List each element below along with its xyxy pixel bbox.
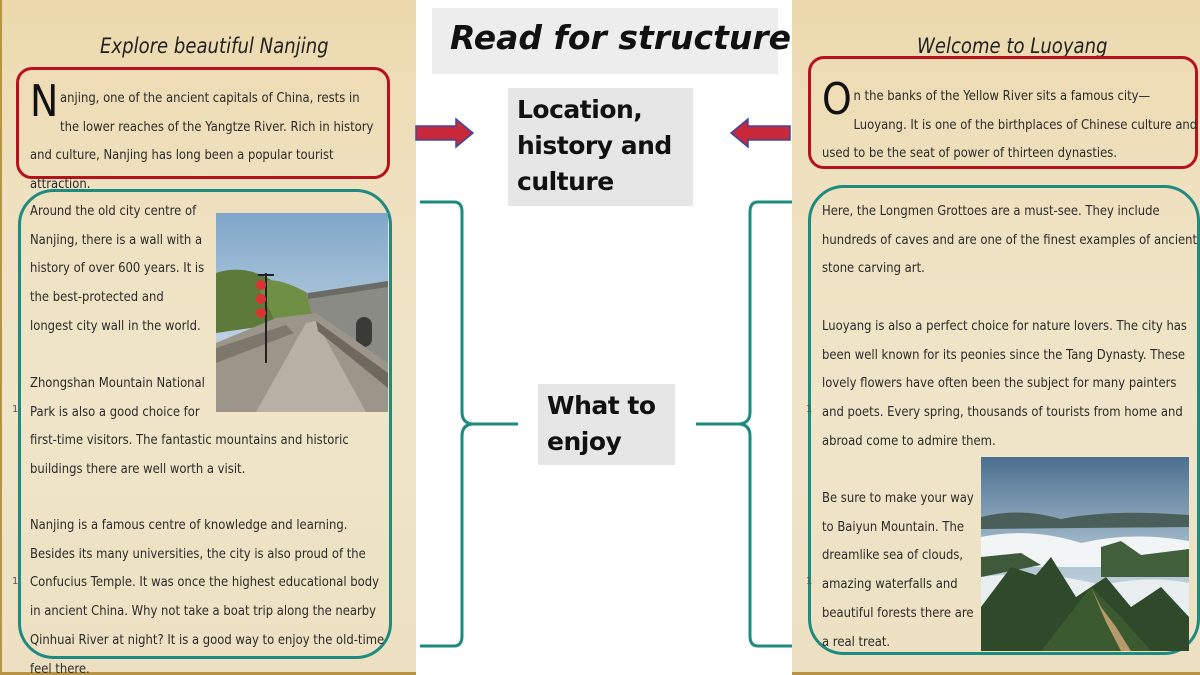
nanjing-dropcap: N <box>30 76 59 127</box>
what-to-enjoy-label: What to enjoy <box>538 384 675 465</box>
right-arrow-icon <box>415 117 475 149</box>
luoyang-peonies-paragraph: Luoyang is also a perfect choice for nat… <box>822 318 1187 449</box>
nanjing-wall-paragraph: Around the old city centre of Nanjing, t… <box>30 203 205 334</box>
location-history-culture-label: Location, history and culture <box>508 88 693 206</box>
enjoy-highlight-box-right <box>808 185 1200 655</box>
label-line: enjoy <box>547 427 622 456</box>
line-number: 1 <box>806 404 813 415</box>
enjoy-highlight-box-left <box>18 189 392 659</box>
location-highlight-box-left <box>16 67 390 179</box>
label-line: culture <box>517 167 614 196</box>
nanjing-intro-text: anjing, one of the ancient capitals of C… <box>30 90 374 193</box>
nanjing-learning-paragraph: Nanjing is a famous centre of knowledge … <box>30 517 385 675</box>
nanjing-title: Explore beautiful Nanjing <box>100 34 329 58</box>
luoyang-intro-text: n the banks of the Yellow River sits a f… <box>822 88 1198 162</box>
right-brace-icon <box>696 200 792 648</box>
left-brace-icon <box>420 200 518 648</box>
label-line: history and <box>517 131 672 160</box>
luoyang-dropcap: O <box>822 74 852 125</box>
left-arrow-icon <box>729 117 791 149</box>
line-number: 1 <box>806 576 813 587</box>
luoyang-title: Welcome to Luoyang <box>917 34 1108 58</box>
page-heading: Read for structure <box>450 18 791 57</box>
label-line: What to <box>547 391 656 420</box>
luoyang-baiyun-paragraph: Be sure to make your way to Baiyun Mount… <box>822 490 974 650</box>
nanjing-park-paragraph-a: Zhongshan Mountain National Park is also… <box>30 375 205 420</box>
label-line: Location, <box>517 95 643 124</box>
location-highlight-box-right <box>808 56 1198 169</box>
read-for-structure-heading-box: Read for structure <box>432 8 791 74</box>
mountain-clouds-photo <box>981 457 1189 651</box>
line-number: 1 <box>12 576 19 587</box>
city-wall-photo <box>216 213 388 412</box>
line-number: 1 <box>12 404 19 415</box>
luoyang-grottoes-paragraph: Here, the Longmen Grottoes are a must-se… <box>822 203 1198 277</box>
nanjing-park-paragraph-b: first-time visitors. The fantastic mount… <box>30 432 349 477</box>
